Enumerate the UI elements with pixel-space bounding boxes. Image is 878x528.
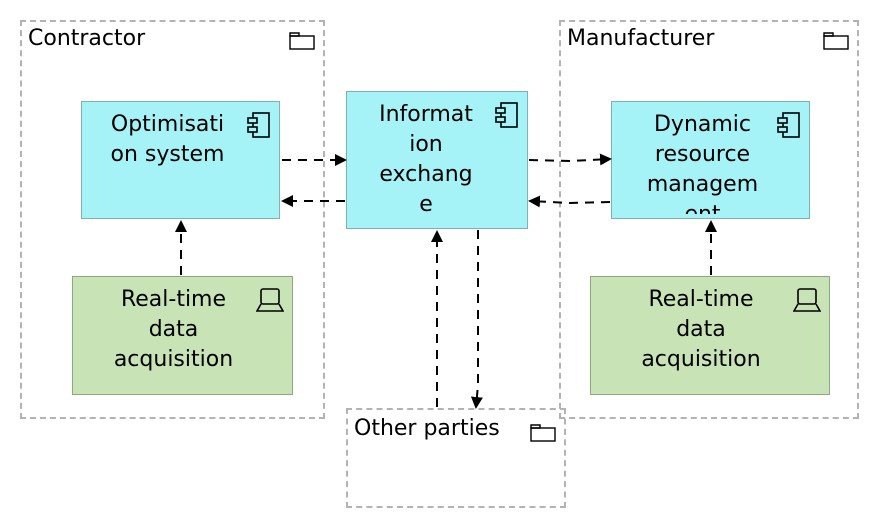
- information-exchange-component[interactable]: Informat ion exchang e: [346, 91, 528, 229]
- component-icon: [247, 112, 270, 138]
- contractor-group[interactable]: Contractor: [20, 20, 325, 419]
- flow-exchange-to-dynamic-resource[interactable]: [528, 153, 612, 166]
- device-icon: [256, 288, 284, 312]
- dynamic-resource-management-component[interactable]: Dynamic resource managem ent: [611, 101, 810, 219]
- other-parties-group-label: Other parties: [354, 416, 500, 441]
- optimisation-system-label: Optimisati on system: [110, 112, 225, 167]
- component-icon: [495, 102, 518, 128]
- component-icon: [777, 112, 800, 138]
- contractor-group-label: Contractor: [28, 26, 146, 51]
- information-exchange-label: Informat ion exchang e: [379, 102, 473, 217]
- dynamic-resource-management-label: Dynamic resource managem ent: [646, 112, 759, 214]
- flow-dynamic-resource-to-exchange[interactable]: [528, 195, 611, 208]
- flow-exchange-to-other-parties[interactable]: [470, 230, 483, 409]
- device-icon: [793, 288, 821, 312]
- other-parties-group[interactable]: Other parties: [346, 408, 566, 508]
- manufacturer-group[interactable]: Manufacturer: [559, 20, 859, 419]
- contractor-data-acquisition-label: Real-time data acquisition: [113, 287, 234, 372]
- manufacturer-group-label: Manufacturer: [567, 26, 715, 51]
- contractor-data-acquisition-device[interactable]: Real-time data acquisition: [72, 276, 293, 395]
- manufacturer-data-acquisition-label: Real-time data acquisition: [641, 287, 761, 372]
- optimisation-system-component[interactable]: Optimisati on system: [81, 101, 280, 219]
- manufacturer-data-acquisition-device[interactable]: Real-time data acquisition: [590, 276, 830, 395]
- folder-icon: [289, 32, 315, 50]
- folder-icon: [823, 32, 849, 50]
- folder-icon: [530, 424, 556, 442]
